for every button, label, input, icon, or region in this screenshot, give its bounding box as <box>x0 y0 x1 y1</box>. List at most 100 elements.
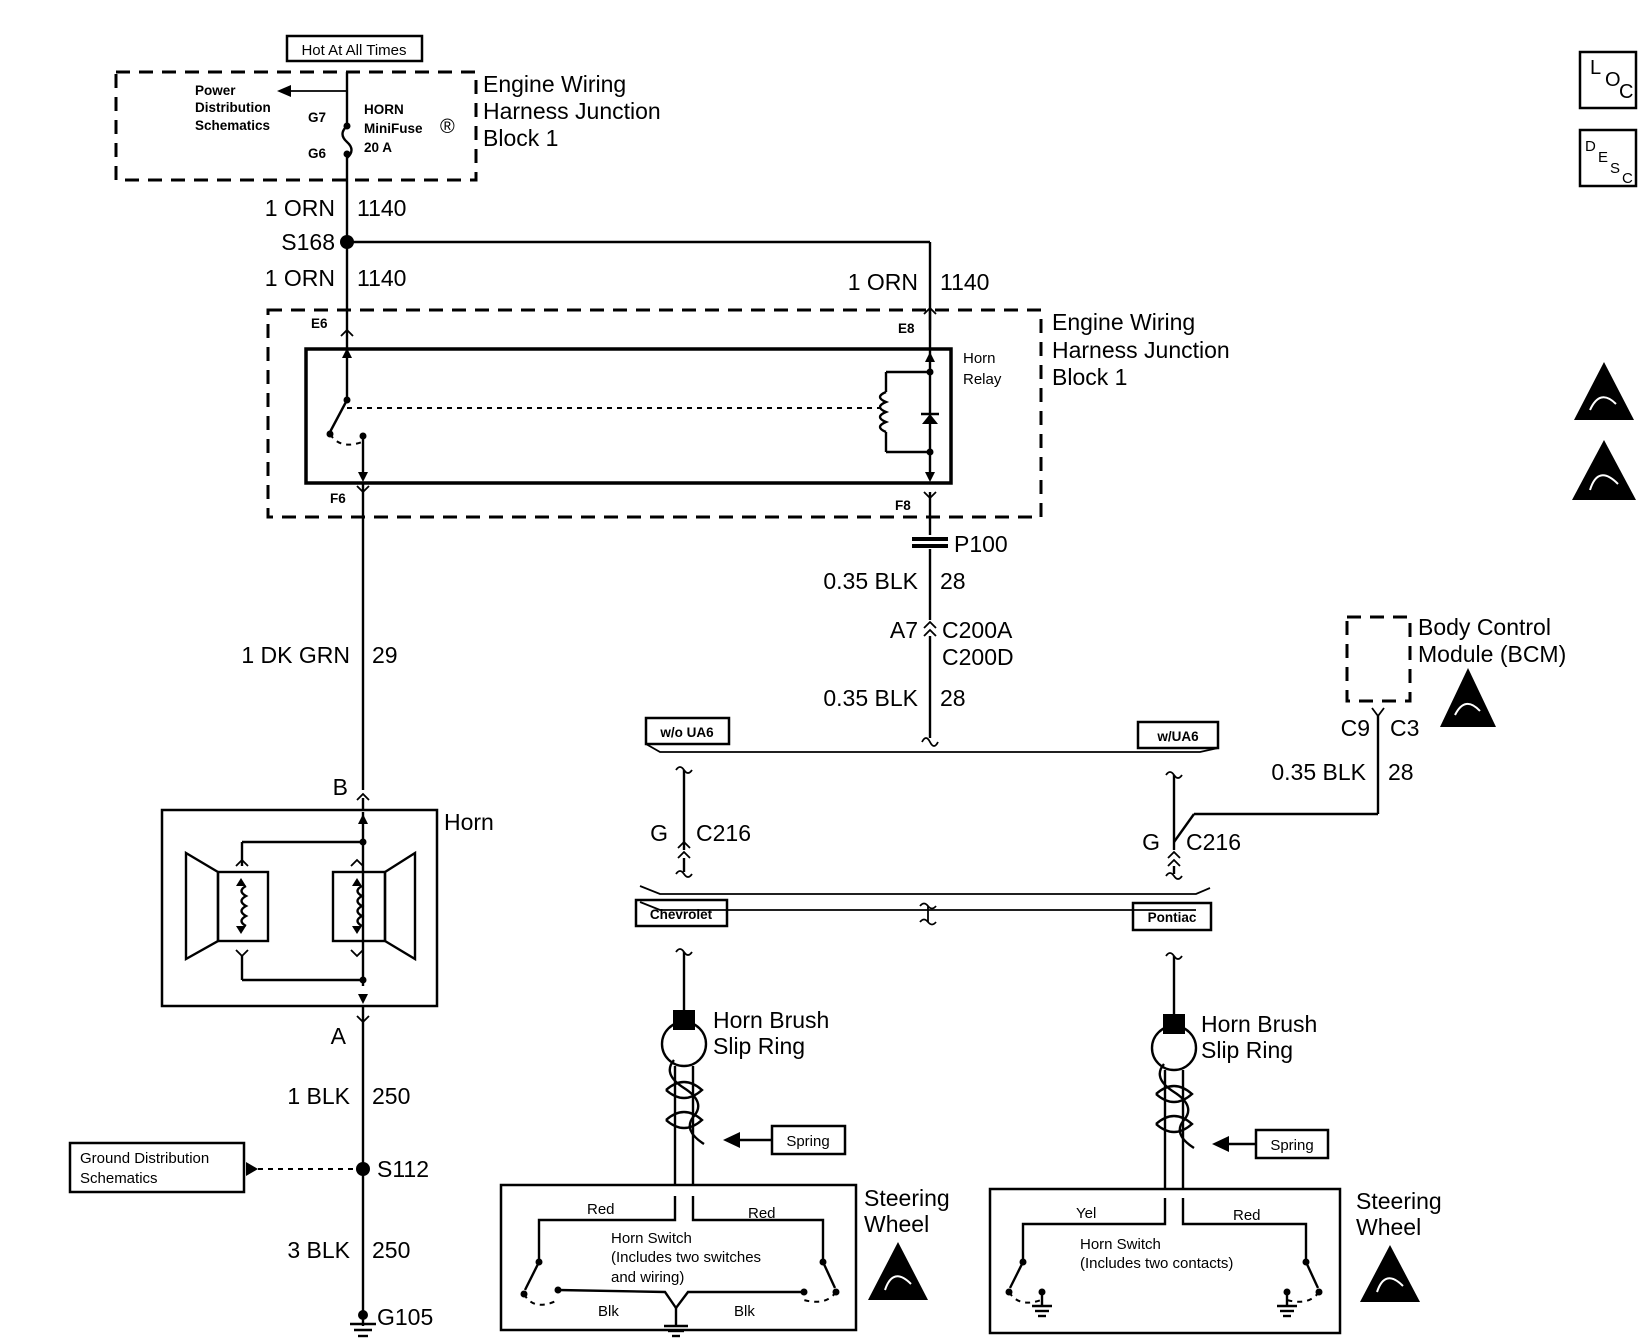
wire-035blk-label-a: 0.35 BLK <box>823 568 918 594</box>
loc-icon[interactable]: L O C <box>1578 50 1638 110</box>
registered-mark: ® <box>440 116 455 138</box>
power-distribution-label-2: Distribution <box>195 100 271 115</box>
horn-relay-box <box>304 347 953 485</box>
horn-minifuse-icon <box>341 125 353 159</box>
horn-label: Horn <box>444 809 494 835</box>
spring-label-chev: Spring <box>786 1133 829 1150</box>
red-label-chev-right: Red <box>748 1205 776 1222</box>
horn-switch-pont-1: Horn Switch <box>1080 1236 1161 1253</box>
horn-relay-label-1: Horn <box>963 350 996 367</box>
horn-brush-label-chev-1: Horn Brush <box>713 1007 829 1033</box>
svg-text:C: C <box>1619 81 1633 103</box>
steering-wheel-label-chev-1: Steering <box>864 1185 950 1211</box>
pontiac-label: Pontiac <box>1148 910 1197 925</box>
wire-035blk-label-b: 0.35 BLK <box>823 685 918 711</box>
wire-1orn-label-b: 1 ORN <box>265 265 335 291</box>
slip-ring-icon-pont <box>1150 1024 1198 1072</box>
horn-speaker-icon-left <box>184 850 270 962</box>
circuit-28-label-a: 28 <box>940 568 966 594</box>
wire-1orn-label-c: 1 ORN <box>848 269 918 295</box>
power-distribution-arrow-icon <box>277 85 291 97</box>
horn-contact-pont-left <box>1008 1261 1025 1289</box>
circuit-1140-label-b: 1140 <box>357 265 406 291</box>
airbag-warning-icon-margin[interactable] <box>1572 440 1636 500</box>
horn-switch-contact-chev-right <box>821 1261 837 1289</box>
ground-icon-pont-right <box>1277 1304 1297 1318</box>
ground-distribution-arrow-icon <box>246 1162 258 1176</box>
ground-icon-pont-left <box>1032 1304 1052 1318</box>
svg-text:L: L <box>1590 57 1601 79</box>
wire-3blk-label: 3 BLK <box>287 1237 350 1263</box>
wire-1blk-label: 1 BLK <box>287 1083 350 1109</box>
ground-distribution-label-2: Schematics <box>80 1170 158 1187</box>
svg-text:D: D <box>1585 138 1596 155</box>
circuit-1140-label-c: 1140 <box>940 269 989 295</box>
circuit-250-label-b: 250 <box>372 1237 410 1263</box>
steering-wheel-label-pont-1: Steering <box>1356 1188 1442 1214</box>
horn-brush-icon-chev <box>673 1010 695 1030</box>
c3-label: C3 <box>1390 715 1419 741</box>
c200a-label: C200A <box>942 617 1013 643</box>
horn-switch-chev-2: (Includes two switches <box>611 1249 761 1266</box>
c9-label: C9 <box>1341 715 1370 741</box>
spring-badge-pont <box>1254 1128 1330 1160</box>
minifuse-label: MiniFuse <box>364 121 423 136</box>
jb-mid-label-3: Block 1 <box>1052 364 1127 390</box>
esd-warning-icon-bcm <box>1440 668 1496 727</box>
horn-fuse-label: HORN <box>364 102 404 117</box>
option-bus-line <box>645 743 1219 753</box>
horn-switch-chev-1: Horn Switch <box>611 1230 692 1247</box>
slip-ring-icon-chev <box>660 1020 708 1068</box>
airbag-warning-icon-chev <box>868 1242 928 1300</box>
g105-label: G105 <box>377 1304 433 1330</box>
horn-speaker-icon-right <box>331 850 417 962</box>
jb-top-label-3: Block 1 <box>483 125 558 151</box>
red-label-pont: Red <box>1233 1207 1261 1224</box>
relay-diode-icon <box>922 414 938 424</box>
svg-text:S: S <box>1610 160 1620 177</box>
g-label-right: G <box>1142 829 1160 855</box>
yel-label-pont: Yel <box>1076 1205 1096 1222</box>
b-label: B <box>333 774 348 800</box>
c200d-label: C200D <box>942 644 1014 670</box>
a-label: A <box>331 1023 347 1049</box>
bcm-outline <box>1345 615 1412 703</box>
jb-top-label-1: Engine Wiring <box>483 71 626 97</box>
circuit-28-label-b: 28 <box>940 685 966 711</box>
svg-text:E: E <box>1598 149 1608 166</box>
horn-brush-icon-pont <box>1163 1014 1185 1034</box>
g-label-left: G <box>650 820 668 846</box>
wire-1dkgrn-label: 1 DK GRN <box>241 642 350 668</box>
hot-at-all-times-label: Hot At All Times <box>301 42 406 59</box>
c216-label-left: C216 <box>696 820 751 846</box>
red-label-chev-left: Red <box>587 1201 615 1218</box>
jb-top-label-2: Harness Junction <box>483 98 661 124</box>
circuit-29-label: 29 <box>372 642 398 668</box>
svg-text:C: C <box>1622 170 1633 187</box>
horn-coil-icon-left <box>240 884 249 928</box>
chevrolet-badge <box>634 898 729 928</box>
jb-mid-label-1: Engine Wiring <box>1052 309 1195 335</box>
desc-icon[interactable]: D E S C <box>1578 128 1638 188</box>
s168-label: S168 <box>281 229 335 255</box>
fuse-rating-label: 20 A <box>364 140 392 155</box>
ground-icon-g105 <box>350 1322 376 1338</box>
airbag-warning-icon-pont <box>1360 1245 1420 1302</box>
wo-ua6-badge <box>644 716 731 746</box>
spring-label-pont: Spring <box>1270 1137 1313 1154</box>
junction-block-top-outline <box>114 70 478 182</box>
power-distribution-label-1: Power <box>195 83 236 98</box>
ground-distribution-label-1: Ground Distribution <box>80 1150 209 1167</box>
esd-warning-icon-margin[interactable] <box>1574 362 1634 420</box>
g7-label: G7 <box>308 110 326 125</box>
horn-switch-pont-2: (Includes two contacts) <box>1080 1255 1233 1272</box>
horn-brush-label-pont-2: Slip Ring <box>1201 1037 1293 1063</box>
wo-ua6-label: w/o UA6 <box>659 725 714 740</box>
spring-icon-pont <box>1155 1063 1195 1150</box>
horn-brush-label-pont-1: Horn Brush <box>1201 1011 1317 1037</box>
ground-distribution-box <box>68 1141 246 1194</box>
wire-035blk-label-c: 0.35 BLK <box>1271 759 1366 785</box>
horn-brush-label-chev-2: Slip Ring <box>713 1033 805 1059</box>
spring-badge-chev <box>770 1124 847 1156</box>
horn-box <box>160 808 439 1008</box>
